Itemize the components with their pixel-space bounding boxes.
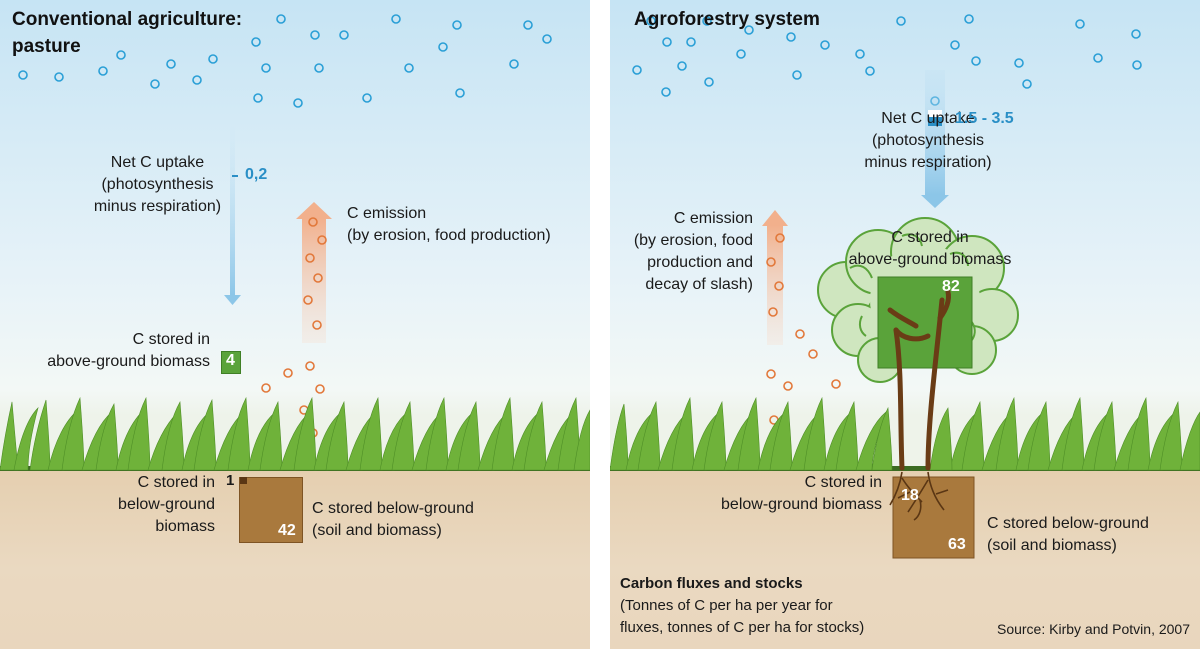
legend-title: Carbon fluxes and stocks (620, 575, 803, 592)
roots (889, 471, 949, 521)
above-ground-value: 4 (226, 352, 235, 369)
soil-carbon-value: 42 (278, 522, 296, 539)
emission-arrow (762, 210, 788, 345)
soil-carbon-label: C stored below-ground (soil and biomass) (987, 515, 1149, 554)
below-ground-label: C stored in below-ground biomass (118, 474, 215, 535)
above-ground-biomass-box (221, 351, 241, 374)
panel-agroforestry-system: Agroforestry system Net C uptake (photos… (610, 0, 1200, 649)
left-graphics (0, 14, 590, 484)
emission-label: C emission (by erosion, food production … (633, 210, 753, 293)
emission-label: C emission (by erosion, food production) (347, 205, 551, 244)
right-graphics (610, 14, 1200, 559)
soil-carbon-box (239, 477, 303, 543)
above-ground-label: C stored in above-ground biomass (47, 331, 210, 370)
above-ground-value: 82 (942, 278, 960, 295)
uptake-value: 1.5 - 3.5 (955, 110, 1014, 127)
uptake-arrow (921, 70, 949, 208)
above-ground-label: C stored in above-ground biomass (848, 229, 1012, 268)
panel-title: Conventional agriculture: pasture (12, 9, 243, 57)
panel-title: Agroforestry system (634, 9, 820, 30)
soil-carbon-label: C stored below-ground (soil and biomass) (312, 500, 474, 539)
legend-text: (Tonnes of C per ha per year for fluxes,… (620, 597, 865, 636)
uptake-label: Net C uptake (photosynthesis minus respi… (864, 110, 992, 171)
below-ground-biomass-marker (240, 477, 247, 484)
emission-bubbles (261, 217, 327, 438)
tree-trunks (887, 289, 951, 471)
soil-carbon-value: 63 (948, 536, 966, 553)
ground-line (610, 466, 1200, 471)
uptake-value: 0,2 (245, 166, 268, 183)
co2-bubbles (18, 14, 552, 108)
panel-conventional-agriculture: Conventional agriculture: pasture Net C … (0, 0, 590, 649)
below-ground-label: C stored in below-ground biomass (721, 474, 882, 513)
grass (0, 396, 590, 471)
grass (610, 396, 1200, 471)
below-ground-biomass-value: 1 (226, 472, 235, 489)
source-note: Source: Kirby and Potvin, 2007 (996, 621, 1190, 637)
above-ground-biomass-box (877, 276, 973, 369)
below-ground-biomass-value: 18 (901, 487, 919, 504)
uptake-label: Net C uptake (photosynthesis minus respi… (93, 154, 222, 215)
uptake-arrow (224, 125, 241, 305)
